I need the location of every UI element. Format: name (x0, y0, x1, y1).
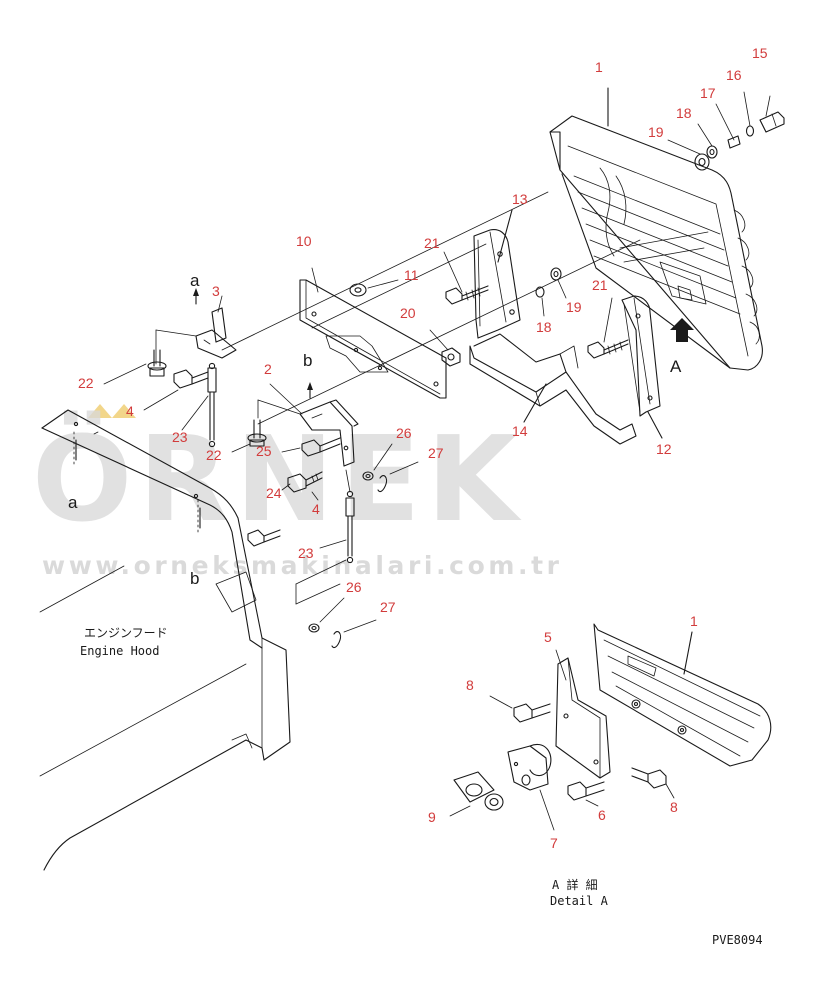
callout-6: 6 (598, 807, 606, 823)
detail-a-label-jp: A 詳 細 (552, 877, 598, 892)
detail-a-label-en: Detail A (550, 894, 609, 908)
callout-22-left: 22 (78, 375, 94, 391)
callout-24: 24 (266, 485, 282, 501)
callout-18-top: 18 (676, 105, 692, 121)
reference-letters: a a b b A (68, 271, 682, 588)
bracket-part-12 (621, 295, 663, 439)
callout-14: 14 (512, 423, 528, 439)
watermark: ÖRNEK www.orneksmakinalari.com.tr (32, 404, 563, 580)
callout-4-left: 4 (126, 403, 134, 419)
callout-21-right: 21 (592, 277, 608, 293)
plate-part-10 (299, 267, 461, 399)
view-arrow-a (670, 318, 694, 342)
engine-hood (39, 409, 291, 871)
callout-18-mid: 18 (536, 319, 552, 335)
callout-12: 12 (656, 441, 672, 457)
callout-26-bottom: 26 (346, 579, 362, 595)
watermark-accent-left (88, 404, 112, 418)
callout-2: 2 (264, 361, 272, 377)
callout-7: 7 (550, 835, 558, 851)
callout-20: 20 (400, 305, 416, 321)
callout-1-top: 1 (595, 59, 603, 75)
clips-26-27 (308, 443, 419, 649)
letter-b-top: b (303, 351, 312, 370)
watermark-accent-right (112, 404, 136, 418)
letter-a-bottom: a (68, 493, 78, 512)
arrow-b-icon (307, 382, 313, 390)
callout-15: 15 (752, 45, 768, 61)
engine-hood-label-jp: エンジンフード (84, 626, 168, 640)
assembly-lines (221, 191, 641, 425)
engine-hood-label-en: Engine Hood (80, 644, 159, 658)
letter-a-top: a (190, 271, 200, 290)
callout-23-left: 23 (172, 429, 188, 445)
callout-numbers: 1 15 16 17 18 19 13 10 21 11 21 19 20 18… (78, 45, 768, 851)
hinge-part-3 (103, 288, 237, 448)
text-notes: エンジンフード Engine Hood A 詳 細 Detail A PVE80… (80, 626, 763, 947)
callout-17: 17 (700, 85, 716, 101)
callout-13: 13 (512, 191, 528, 207)
callout-27-bottom: 27 (380, 599, 396, 615)
callout-11: 11 (404, 267, 419, 283)
callout-1-detail: 1 (690, 613, 698, 629)
callout-8-left: 8 (466, 677, 474, 693)
grille-part-1 (549, 87, 763, 371)
callout-19-top: 19 (648, 124, 664, 140)
callout-27-top: 27 (428, 445, 444, 461)
hardware-stack-top (667, 91, 785, 171)
letter-view-a: A (670, 357, 682, 376)
watermark-url: www.orneksmakinalari.com.tr (42, 551, 563, 580)
callout-5: 5 (544, 629, 552, 645)
drawing-code: PVE8094 (712, 933, 763, 947)
callout-3: 3 (212, 283, 220, 299)
callout-10: 10 (296, 233, 312, 249)
callout-4-right: 4 (312, 501, 320, 517)
callout-21-left: 21 (424, 235, 440, 251)
callout-8-right: 8 (670, 799, 678, 815)
bracket-part-13 (473, 209, 521, 339)
detail-a (449, 623, 772, 831)
callout-22-right: 22 (206, 447, 222, 463)
hinge-part-2 (231, 382, 359, 605)
letter-b-bottom: b (190, 569, 199, 588)
hardware-mid (443, 251, 629, 359)
watermark-brand: ÖRNEK (32, 410, 524, 548)
callout-9: 9 (428, 809, 436, 825)
callout-25: 25 (256, 443, 272, 459)
arrow-a-icon (193, 288, 199, 296)
callout-26-top: 26 (396, 425, 412, 441)
view-arrow-icon (670, 318, 694, 342)
callout-23-right: 23 (298, 545, 314, 561)
callout-16: 16 (726, 67, 742, 83)
callout-19-mid: 19 (566, 299, 582, 315)
bracket-part-14 (469, 333, 637, 445)
